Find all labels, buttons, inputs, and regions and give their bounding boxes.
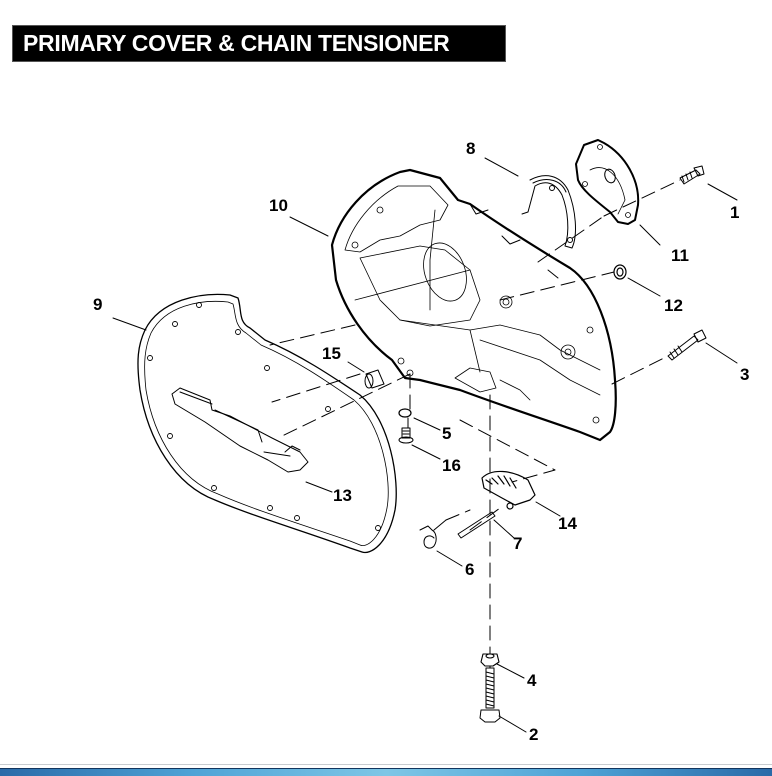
seal-part	[613, 264, 627, 280]
callout-12: 12	[664, 296, 683, 315]
callout-6: 6	[465, 560, 474, 579]
diagram-title: PRIMARY COVER & CHAIN TENSIONER	[23, 30, 450, 56]
callout-13: 13	[333, 486, 352, 505]
alignment-lines	[269, 179, 681, 669]
callout-11: 11	[671, 246, 689, 265]
callout-10: 10	[269, 196, 288, 215]
callout-9: 9	[93, 295, 102, 314]
callout-2: 2	[529, 725, 538, 744]
callout-16: 16	[442, 456, 461, 475]
callout-7: 7	[513, 534, 522, 553]
derby-cover-part	[575, 139, 640, 225]
bottom-accent-bar	[0, 768, 772, 776]
bottom-divider	[0, 764, 772, 765]
callout-8: 8	[466, 139, 475, 158]
gasket-part	[137, 293, 397, 554]
retaining-ring-part	[521, 175, 576, 249]
tensioner-shoe-part	[481, 470, 536, 510]
o-ring-part	[398, 408, 412, 418]
spring-part	[419, 519, 447, 549]
callout-4: 4	[527, 671, 537, 690]
chain-guide-part	[171, 387, 309, 473]
callout-1: 1	[730, 203, 739, 222]
screw-part	[679, 165, 705, 185]
locknut-part	[480, 653, 500, 667]
callout-15: 15	[322, 344, 341, 363]
dowel-part	[364, 369, 385, 389]
callout-14: 14	[558, 514, 577, 533]
drain-plug-part	[398, 427, 414, 444]
callout-labels: 1 2 3 4 5 6 7 8 9 10 11 12 13 14 15 16	[93, 139, 749, 744]
cover-screw-part	[667, 329, 707, 361]
pin-part	[457, 511, 496, 539]
leader-lines	[112, 157, 738, 733]
adjusting-screw-part	[479, 667, 501, 723]
primary-cover-part	[330, 168, 617, 442]
diagram-title-bar: PRIMARY COVER & CHAIN TENSIONER	[12, 25, 506, 62]
callout-3: 3	[740, 365, 749, 384]
callout-5: 5	[442, 424, 451, 443]
